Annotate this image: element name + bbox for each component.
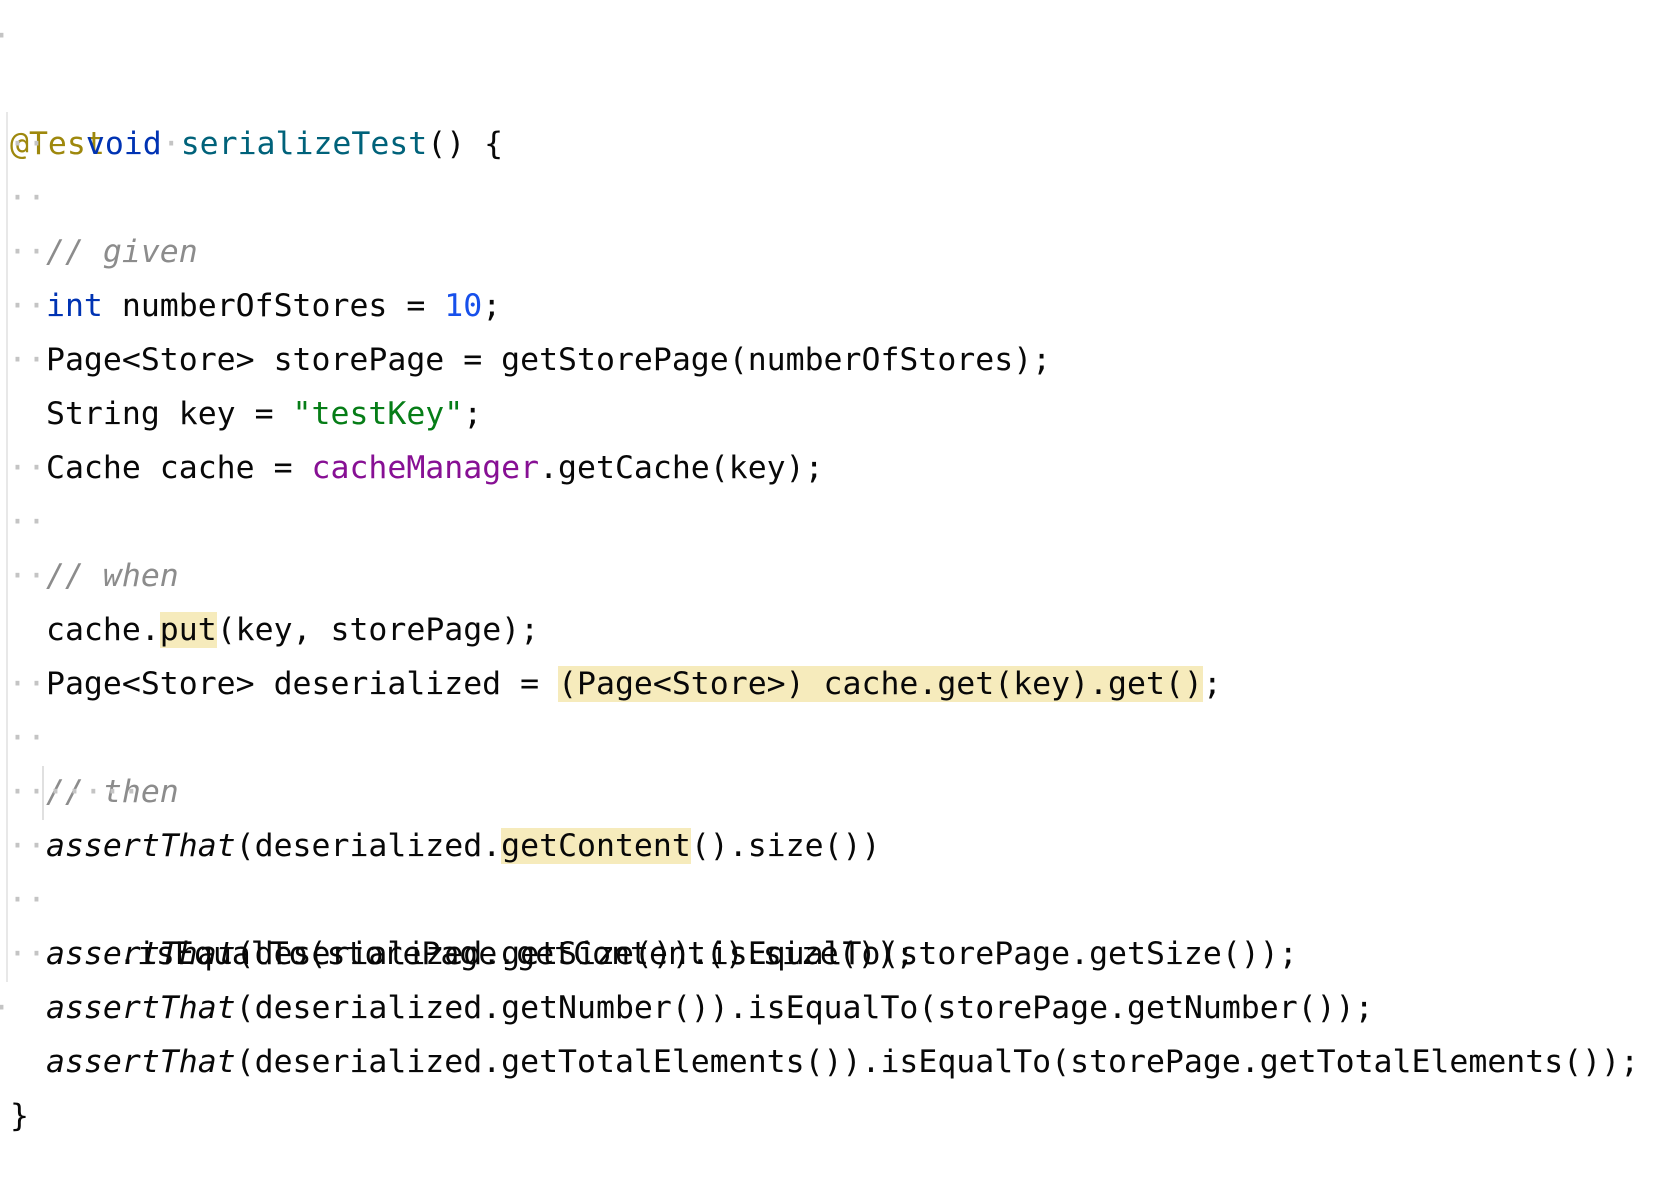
code-line-comment-when[interactable]: ·· // when	[0, 441, 179, 594]
code-line-assert-content-continuation[interactable]: ·· ····· .isEqualTo(storePage.getContent…	[0, 765, 915, 972]
code-line-int[interactable]: ·· int numberOfStores = 10;	[0, 171, 501, 324]
code-line-deserialized[interactable]: ·· Page<Store> deserialized = (Page<Stor…	[0, 549, 1222, 702]
plain-token: cache.	[46, 612, 160, 648]
indent-marker: ··	[8, 828, 46, 864]
whitespace-marker: ·	[0, 981, 11, 1035]
static-method-token: assertThat	[46, 990, 236, 1026]
indent-marker: ··	[8, 666, 46, 702]
keyword-token: int	[46, 288, 103, 324]
code-line-assert-size[interactable]: ·· assertThat(deserialized.getSize()).is…	[0, 819, 1298, 972]
plain-token: Page<Store> deserialized =	[46, 666, 559, 702]
plain-token: (deserialized.getTotalElements()).isEqua…	[235, 1044, 1640, 1080]
indent-guide	[6, 112, 8, 982]
annotation-token: @Test	[10, 126, 105, 162]
plain-token: .getCache(key);	[539, 450, 824, 486]
code-line-comment-given[interactable]: ·· // given	[0, 117, 198, 270]
number-token: 10	[444, 288, 483, 324]
plain-token: ().size())	[690, 828, 881, 864]
plain-token: ;	[482, 288, 502, 324]
whitespace-marker: ·	[0, 9, 11, 63]
indent-marker: ··	[8, 450, 46, 486]
continuation-indent-guide	[42, 766, 44, 820]
code-line-assert-total[interactable]: ·· assertThat (deserialized.getTotalEleme…	[0, 927, 1639, 1080]
code-line-comment-then[interactable]: ·· // then	[0, 657, 179, 810]
plain-token: numberOfStores =	[102, 288, 445, 324]
code-line-assert-number[interactable]: ·· assertThat(deserialized.getNumber()).…	[0, 873, 1374, 1026]
field-token: cacheManager	[311, 450, 540, 486]
code-editor[interactable]: · @Test void·serializeTest() { ·· // giv…	[0, 0, 1676, 1134]
usage-highlight: getContent	[501, 828, 691, 864]
static-method-token: assertThat	[46, 936, 236, 972]
plain-token: ;	[463, 396, 483, 432]
continuation-indent-marker: ·····	[46, 774, 141, 810]
plain-token: (key, storePage);	[216, 612, 540, 648]
comment-token: // then	[46, 774, 179, 810]
comment-token: // given	[46, 234, 198, 270]
plain-token: () {	[427, 126, 504, 162]
indent-marker: ··	[8, 180, 46, 216]
static-method-token: assertThat	[46, 828, 236, 864]
method-name-token: serializeTest	[180, 126, 428, 162]
code-line-page[interactable]: ·· Page<Store> storePage = getStorePage(…	[0, 225, 1051, 378]
code-line-closing-brace[interactable]: · }	[0, 981, 76, 1134]
code-line-cache[interactable]: ·· Cache cache = cacheManager.getCache(k…	[0, 333, 824, 486]
indent-marker: ··	[8, 720, 46, 756]
plain-token: ;	[1202, 666, 1222, 702]
comment-token: // when	[46, 558, 179, 594]
usage-highlight: put	[159, 612, 217, 648]
code-line-assert-content[interactable]: ·· assertThat(deserialized.getContent().…	[0, 711, 880, 864]
indent-marker: ··	[8, 882, 46, 918]
string-token: "testKey"	[292, 396, 464, 432]
code-line-annotation[interactable]: · @Test	[0, 9, 105, 162]
code-line-put[interactable]: ·· cache.put(key, storePage);	[0, 495, 539, 648]
indent-marker: ··	[8, 234, 46, 270]
plain-token: (deserialized.getSize()).isEqualTo(store…	[235, 936, 1298, 972]
plain-token: Cache cache =	[46, 450, 312, 486]
indent-marker: ··	[8, 126, 46, 162]
usage-highlight: (Page<Store>) cache.get(key).get()	[558, 666, 1203, 702]
code-line-string[interactable]: ·· String key = "testKey";	[0, 279, 482, 432]
indent-marker: ··	[8, 504, 46, 540]
indent-marker: ··	[8, 342, 46, 378]
whitespace-marker: ·	[161, 126, 181, 162]
keyword-token: void	[85, 126, 162, 162]
plain-token: String key =	[46, 396, 293, 432]
code-line-signature[interactable]: void·serializeTest() {	[10, 63, 503, 162]
plain-token: .isEqualTo(storePage.getContent().size()…	[118, 936, 915, 972]
indent-marker: ··	[8, 774, 46, 810]
closing-brace: }	[10, 1098, 29, 1134]
plain-token: Page<Store> storePage = getStorePage(num…	[46, 342, 1052, 378]
plain-token: (deserialized.getNumber()).isEqualTo(sto…	[235, 990, 1374, 1026]
plain-token: (deserialized.	[235, 828, 502, 864]
indent-marker: ··	[8, 288, 46, 324]
indent-marker: ··	[8, 558, 46, 594]
indent-marker: ··	[8, 936, 46, 972]
